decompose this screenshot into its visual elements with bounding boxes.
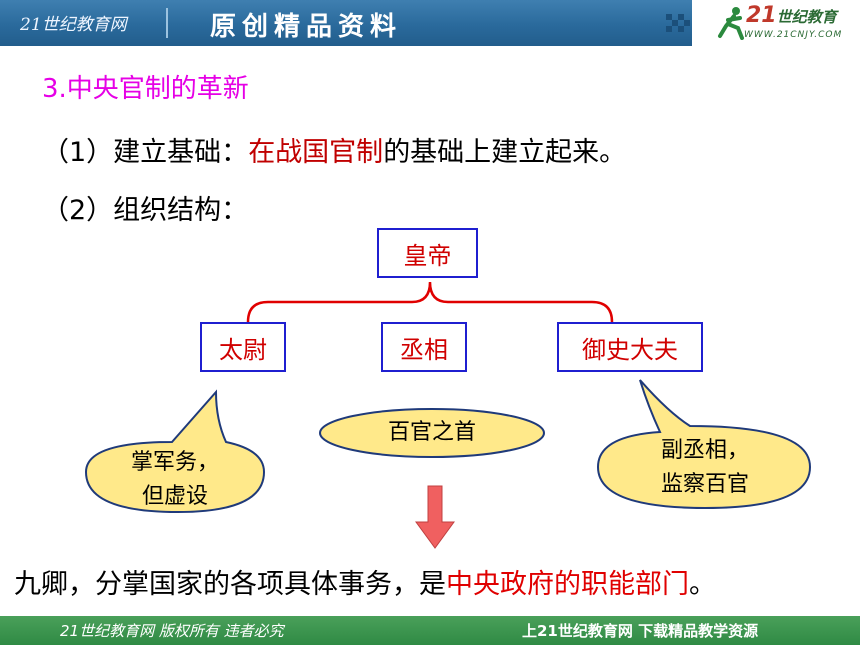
hierarchy-brace [246, 281, 614, 323]
box-yushi: 御史大夫 [557, 322, 703, 372]
box-emperor-label: 皇帝 [403, 241, 452, 270]
yushi-note: 副丞相， 监察百官 [620, 434, 790, 502]
nine-ministers-highlight: 中央政府的职能部门 [446, 569, 689, 600]
logo-url: WWW.21CNJY.COM [744, 30, 843, 40]
item-foundation-highlight: 在战国官制 [248, 137, 384, 168]
header-slogan: 原创精品资料 [210, 12, 403, 42]
footer-copyright: 21世纪教育网 版权所有 违者必究 [60, 622, 284, 640]
yushi-note-line1: 副丞相， [660, 438, 749, 463]
nine-ministers-end: 。 [689, 569, 716, 600]
taiwei-note-line2: 但虚设 [141, 484, 208, 509]
box-emperor: 皇帝 [377, 228, 478, 278]
taiwei-note: 掌军务， 但虚设 [110, 446, 240, 514]
checker-decoration-icon [666, 14, 690, 32]
box-taiwei: 太尉 [200, 322, 286, 372]
box-chengxiang: 丞相 [381, 322, 467, 372]
footer-bar: 21世纪教育网 版权所有 违者必究 上21世纪教育网 下载精品教学资源 [0, 616, 860, 645]
nine-ministers-text-main: 九卿，分掌国家的各项具体事务，是 [14, 569, 446, 600]
site-name: 21世纪教育网 [20, 15, 127, 35]
logo-brand: 21世纪教育 [746, 3, 837, 28]
footer-download-link[interactable]: 上21世纪教育网 下载精品教学资源 [522, 622, 759, 640]
item-foundation-label: （1）建立基础： [42, 137, 249, 168]
taiwei-note-line1: 掌军务， [130, 450, 219, 475]
item-structure: （2）组织结构： [42, 195, 249, 226]
box-chengxiang-label: 丞相 [400, 335, 448, 364]
item-foundation: （1）建立基础：在战国官制的基础上建立起来。 [42, 130, 626, 169]
logo[interactable]: 21世纪教育 WWW.21CNJY.COM [692, 0, 860, 46]
yushi-note-line2: 监察百官 [660, 472, 749, 497]
box-yushi-label: 御史大夫 [582, 335, 678, 364]
runner-logo-icon [718, 7, 744, 40]
section-heading: 3.中央官制的革新 [42, 74, 249, 104]
chengxiang-note: 百官之首 [387, 420, 476, 445]
down-arrow-icon [415, 485, 455, 549]
item-foundation-suffix: 的基础上建立起来。 [383, 137, 627, 168]
nine-ministers-text: 九卿，分掌国家的各项具体事务，是中央政府的职能部门。 [14, 562, 716, 601]
box-taiwei-label: 太尉 [219, 335, 267, 364]
header-divider [166, 8, 168, 38]
